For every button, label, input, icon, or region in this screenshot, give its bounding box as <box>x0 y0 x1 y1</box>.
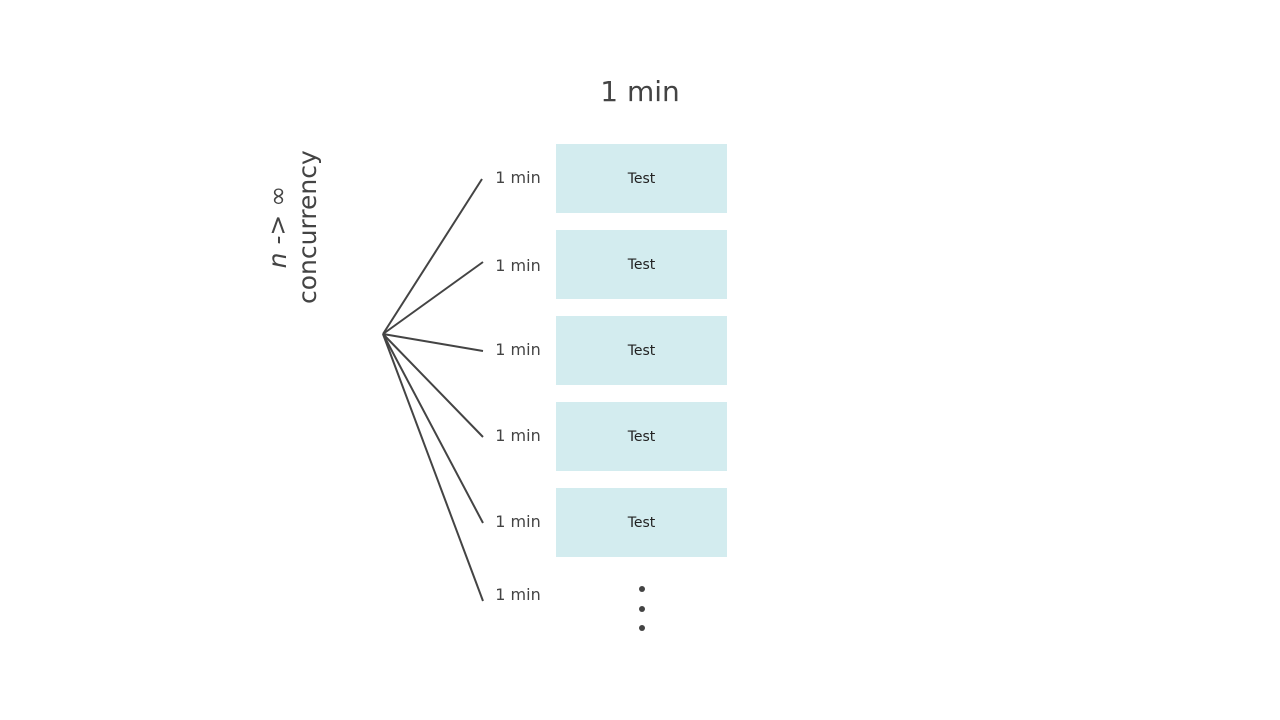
concurrency-label: n -> ∞ concurrency <box>263 150 323 304</box>
row-duration: 1 min <box>495 340 541 359</box>
test-box: Test <box>556 316 727 385</box>
test-box-label: Test <box>627 170 656 187</box>
fan-line-5 <box>382 333 484 524</box>
test-box: Test <box>556 230 727 299</box>
test-box-label: Test <box>627 514 656 531</box>
row-duration: 1 min <box>495 585 541 604</box>
test-box-label: Test <box>627 428 656 445</box>
test-box-label: Test <box>627 342 656 359</box>
ellipsis-dot <box>639 625 645 631</box>
row-duration: 1 min <box>495 426 541 445</box>
fan-line-1 <box>382 178 483 335</box>
ellipsis-dot <box>639 586 645 592</box>
row-duration: 1 min <box>495 168 541 187</box>
fan-line-4 <box>382 333 484 438</box>
concurrency-text: concurrency <box>293 150 323 304</box>
row-duration: 1 min <box>495 256 541 275</box>
test-box: Test <box>556 144 727 213</box>
concurrency-limit: n -> ∞ <box>263 185 293 269</box>
row-duration: 1 min <box>495 512 541 531</box>
fan-line-2 <box>382 261 484 335</box>
test-box: Test <box>556 402 727 471</box>
ellipsis-dot <box>639 606 645 612</box>
fan-line-6 <box>382 333 484 602</box>
fan-line-3 <box>382 333 484 352</box>
test-box-label: Test <box>627 256 656 273</box>
test-box: Test <box>556 488 727 557</box>
vertical-ellipsis-icon <box>636 586 648 638</box>
diagram-title: 1 min <box>600 75 680 108</box>
